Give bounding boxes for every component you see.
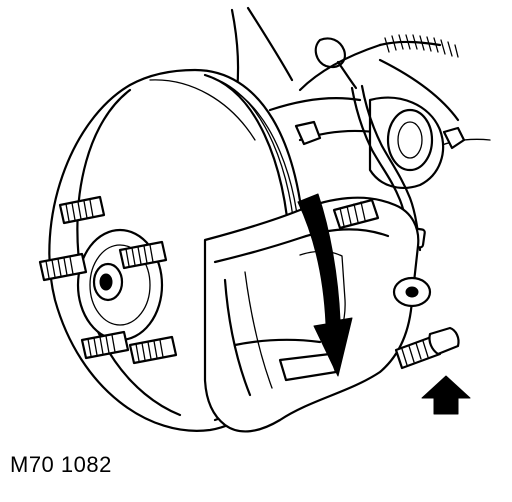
figure-reference-code: M70 1082 — [10, 452, 112, 477]
direction-arrow-icon — [421, 375, 471, 415]
caliper-bolt — [394, 326, 460, 370]
hub-carrier — [294, 96, 466, 189]
rotation-arrow-icon — [297, 193, 353, 377]
wheel-stud-icon — [38, 195, 178, 365]
sensor-cable — [298, 34, 459, 92]
brake-caliper — [203, 196, 432, 433]
